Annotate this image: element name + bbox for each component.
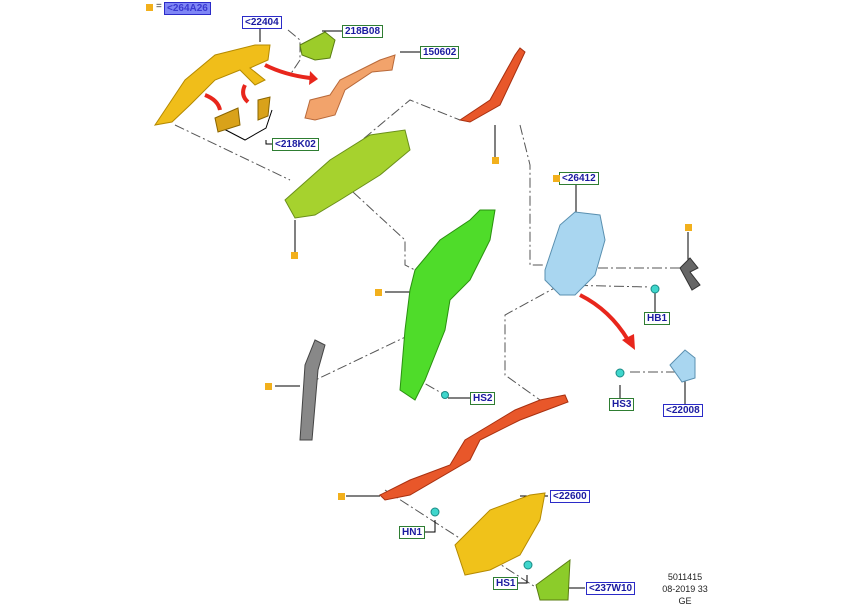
diagram-code: GE [678, 596, 692, 606]
diagram-date: 08-2019 33 [662, 584, 708, 594]
callout-square-icon [338, 493, 345, 500]
callout-square-icon [492, 157, 499, 164]
cable-part [458, 47, 526, 123]
label-HN1[interactable]: HN1 [399, 526, 426, 539]
striker-part [679, 257, 701, 291]
callout-square-icon [265, 383, 272, 390]
label-218K02[interactable]: <218K02 [272, 138, 319, 151]
label-22600[interactable]: <22600 [550, 490, 590, 503]
label-218B08[interactable]: 218B08 [342, 25, 384, 38]
label-150602[interactable]: 150602 [420, 46, 460, 59]
label-22404[interactable]: <22404 [242, 16, 282, 29]
inner-cable-part [379, 394, 569, 501]
callout-square-icon [685, 224, 692, 231]
pad-part [257, 96, 271, 121]
leader-lines [221, 28, 689, 589]
callout-square-icon [553, 175, 560, 182]
label-22008[interactable]: <22008 [663, 404, 703, 417]
pad-part [214, 107, 241, 133]
label-HS2[interactable]: HS2 [470, 392, 496, 405]
label-HS3[interactable]: HS3 [609, 398, 635, 411]
screws [430, 284, 660, 570]
seal-part [299, 339, 326, 441]
label-HS1[interactable]: HS1 [493, 577, 519, 590]
callout-square-icon [375, 289, 382, 296]
latch-part [544, 211, 606, 296]
arrow-heads [309, 71, 635, 350]
assembly-lines [174, 29, 685, 591]
striker-plate-part [669, 349, 696, 383]
legend-equals: = [156, 1, 162, 12]
carrier-part [399, 209, 496, 401]
label-26412[interactable]: <26412 [559, 172, 599, 185]
label-237W10[interactable]: <237W10 [586, 582, 636, 595]
diagram-id: 5011415 [667, 572, 703, 582]
bracket-part [299, 31, 336, 61]
label-HB1[interactable]: HB1 [644, 312, 671, 325]
frame-part [284, 129, 411, 219]
callout-square-icon [291, 252, 298, 259]
legend-square-icon [146, 4, 153, 11]
handle-cable-part [304, 54, 396, 121]
door-handle-part [153, 44, 271, 126]
red-arrows [204, 63, 630, 342]
legend-value[interactable]: <264A26 [164, 2, 211, 15]
inner-handle-part [454, 492, 546, 576]
bezel-part [535, 558, 571, 601]
